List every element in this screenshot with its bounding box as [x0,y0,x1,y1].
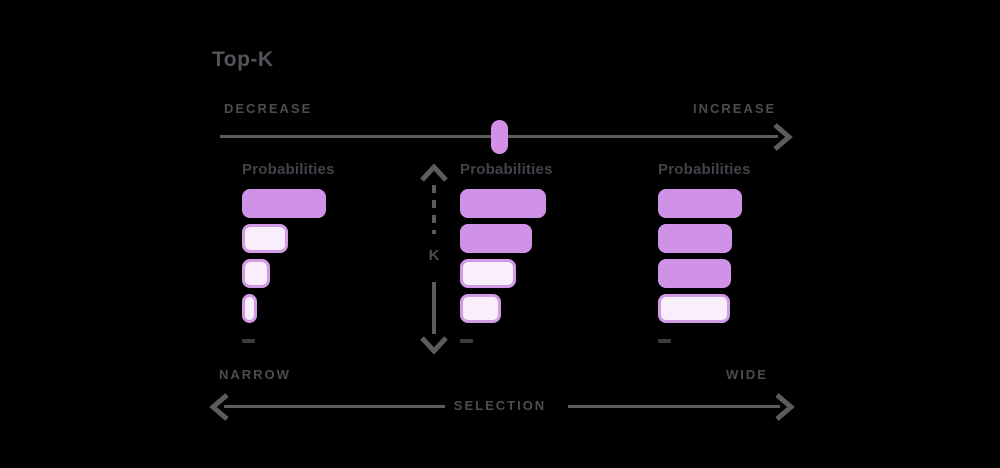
bar-stack [460,189,600,323]
probability-bar [658,224,732,253]
more-tokens-tick [242,339,255,343]
diagram-title: Top-K [212,48,274,71]
selection-label: SELECTION [453,398,547,413]
bar-group-wide: Probabilities [658,160,798,343]
probabilities-label: Probabilities [460,161,553,178]
probability-bar [242,189,326,218]
arrow-right-icon [775,393,795,421]
more-tokens-tick [658,339,671,343]
bar-stack [242,189,382,323]
probability-bar [242,224,288,253]
probability-bar [658,189,742,218]
more-tokens-tick [460,339,473,343]
probabilities-label: Probabilities [242,161,335,178]
k-range-arrow-icon [420,164,448,354]
k-axis-label: K [428,247,440,264]
selection-line-left [224,405,445,408]
arrow-left-icon [209,393,229,421]
probability-bar [242,294,257,323]
probability-bar [460,189,546,218]
probability-bar [658,294,730,323]
probability-bar [460,259,516,288]
probability-bar [242,259,270,288]
increase-label: INCREASE [693,101,777,116]
bar-group-medium: Probabilities [460,160,600,343]
decrease-label: DECREASE [224,101,313,116]
selection-line-right [568,405,780,408]
wide-label: WIDE [726,367,768,382]
bar-stack [658,189,798,323]
probability-bar [460,224,532,253]
probabilities-label: Probabilities [658,161,751,178]
probability-bar [658,259,731,288]
slider-handle[interactable] [491,120,508,154]
arrow-right-icon [773,123,793,151]
narrow-label: NARROW [219,367,291,382]
probability-bar [460,294,501,323]
bar-group-narrow: Probabilities [242,160,382,343]
